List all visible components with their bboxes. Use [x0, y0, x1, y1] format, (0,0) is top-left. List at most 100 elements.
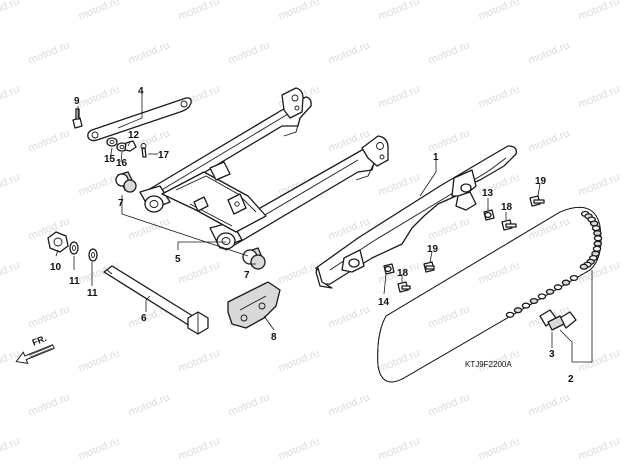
chain-link — [529, 297, 539, 305]
callout-5: 5 — [175, 254, 181, 265]
pivot-washer-1 — [69, 241, 79, 255]
watermark-text: motod.ru — [527, 391, 572, 418]
callout-11-a: 11 — [69, 276, 80, 287]
watermark-text: motod.ru — [477, 259, 522, 286]
chain-link — [505, 311, 515, 318]
callout-12: 12 — [128, 130, 140, 141]
watermark-text: motod.ru — [577, 435, 622, 462]
watermark-text: motod.ru — [327, 303, 372, 330]
bolt-18-lower — [397, 281, 411, 293]
callout-13: 13 — [482, 188, 494, 199]
pivot-bushing-lower — [242, 247, 266, 270]
bolt-9 — [72, 108, 83, 129]
callout-labels: 9 4 12 15 16 17 7 5 7 10 11 11 6 8 1 13 … — [50, 86, 574, 385]
chain-link — [593, 235, 603, 242]
watermark-text: motod.ru — [177, 259, 222, 286]
callout-7-upper: 7 — [118, 198, 124, 209]
chain-slider — [227, 281, 281, 329]
watermark-text: motod.ru — [327, 39, 372, 66]
watermark-text: motod.ru — [427, 303, 472, 330]
watermark-text: motod.ru — [0, 259, 21, 286]
watermark-text: motod.ru — [0, 171, 21, 198]
watermark-text: motod.ru — [0, 83, 21, 110]
bolt-19-lower — [423, 261, 435, 273]
watermark-text: motod.ru — [527, 39, 572, 66]
watermark-text: motod.ru — [77, 347, 122, 374]
callout-2: 2 — [568, 374, 574, 385]
chain-link — [545, 288, 555, 295]
watermark-text: motod.ru — [127, 391, 172, 418]
watermark-text: motod.ru — [577, 0, 622, 23]
watermark-text: motod.ru — [377, 0, 422, 23]
callout-17: 17 — [158, 150, 170, 161]
callout-8: 8 — [271, 332, 277, 343]
chain-link — [579, 263, 589, 270]
pivot-bushing-upper — [115, 171, 137, 193]
callout-18-upper: 18 — [501, 202, 513, 213]
watermark-text: motod.ru — [477, 0, 522, 23]
swingarm — [139, 87, 389, 251]
watermark-text: motod.ru — [177, 0, 222, 23]
watermark-text: motod.ru — [127, 39, 172, 66]
watermark-text: motod.ru — [0, 435, 21, 462]
diagram-code: KTJ9F2200A — [465, 360, 512, 369]
callout-7-lower: 7 — [244, 270, 250, 281]
watermark-text: motod.ru — [427, 215, 472, 242]
watermark-text: motod.ru — [227, 39, 272, 66]
watermark-text: motod.ru — [27, 39, 72, 66]
callout-11-b: 11 — [87, 288, 98, 299]
watermark-text: motod.ru — [577, 259, 622, 286]
drive-chain — [377, 206, 603, 383]
callout-4: 4 — [138, 86, 144, 97]
bolt-19-upper — [529, 195, 545, 207]
callout-19-upper: 19 — [535, 176, 547, 187]
watermark-text: motod.ru — [527, 215, 572, 242]
chain-link — [561, 279, 571, 286]
watermark-text: motod.ru — [277, 259, 322, 286]
pivot-washer-2 — [88, 248, 98, 262]
watermark-text: motod.ru — [577, 83, 622, 110]
watermark-text: motod.ru — [377, 435, 422, 462]
watermark-text: motod.ru — [527, 127, 572, 154]
callout-18-lower: 18 — [397, 268, 409, 279]
chain-case — [315, 145, 517, 289]
chain-link — [593, 230, 602, 237]
watermark-text: motod.ru — [427, 127, 472, 154]
watermark-text: motod.ru — [427, 391, 472, 418]
chain-link — [521, 302, 531, 309]
callout-6: 6 — [141, 313, 147, 324]
watermark-text: motod.ru — [177, 435, 222, 462]
watermark-text: motod.ru — [27, 303, 72, 330]
watermark-text: motod.ru — [127, 215, 172, 242]
callout-14: 14 — [378, 297, 390, 308]
watermark-text: motod.ru — [477, 435, 522, 462]
watermark-text: motod.ru — [77, 435, 122, 462]
callout-19-lower: 19 — [427, 244, 439, 255]
leader-lines — [55, 92, 593, 363]
callout-3: 3 — [549, 349, 555, 360]
watermark-text: motod.ru — [377, 347, 422, 374]
watermark-text: motod.ru — [27, 391, 72, 418]
chain-link — [592, 245, 602, 252]
watermark-text: motod.ru — [77, 171, 122, 198]
callout-16: 16 — [116, 158, 128, 169]
chain-link — [593, 240, 603, 247]
watermark-text: motod.ru — [277, 347, 322, 374]
callout-9: 9 — [74, 96, 80, 107]
watermark-text: motod.ru — [77, 83, 122, 110]
watermark-text: motod.ru — [227, 391, 272, 418]
watermark-text: motod.ru — [427, 39, 472, 66]
front-label: FR. — [31, 333, 48, 348]
watermark-text: motod.ru — [377, 83, 422, 110]
watermark-text: motod.ru — [77, 0, 122, 23]
callout-10: 10 — [50, 262, 62, 273]
pivot-nut — [47, 231, 69, 253]
chain-link — [591, 225, 601, 232]
watermark-text: motod.ru — [177, 347, 222, 374]
bolt-18-upper — [501, 219, 517, 231]
watermark-text: motod.ru — [277, 0, 322, 23]
bolt-14 — [383, 263, 395, 275]
washer-nut-set — [106, 137, 137, 152]
